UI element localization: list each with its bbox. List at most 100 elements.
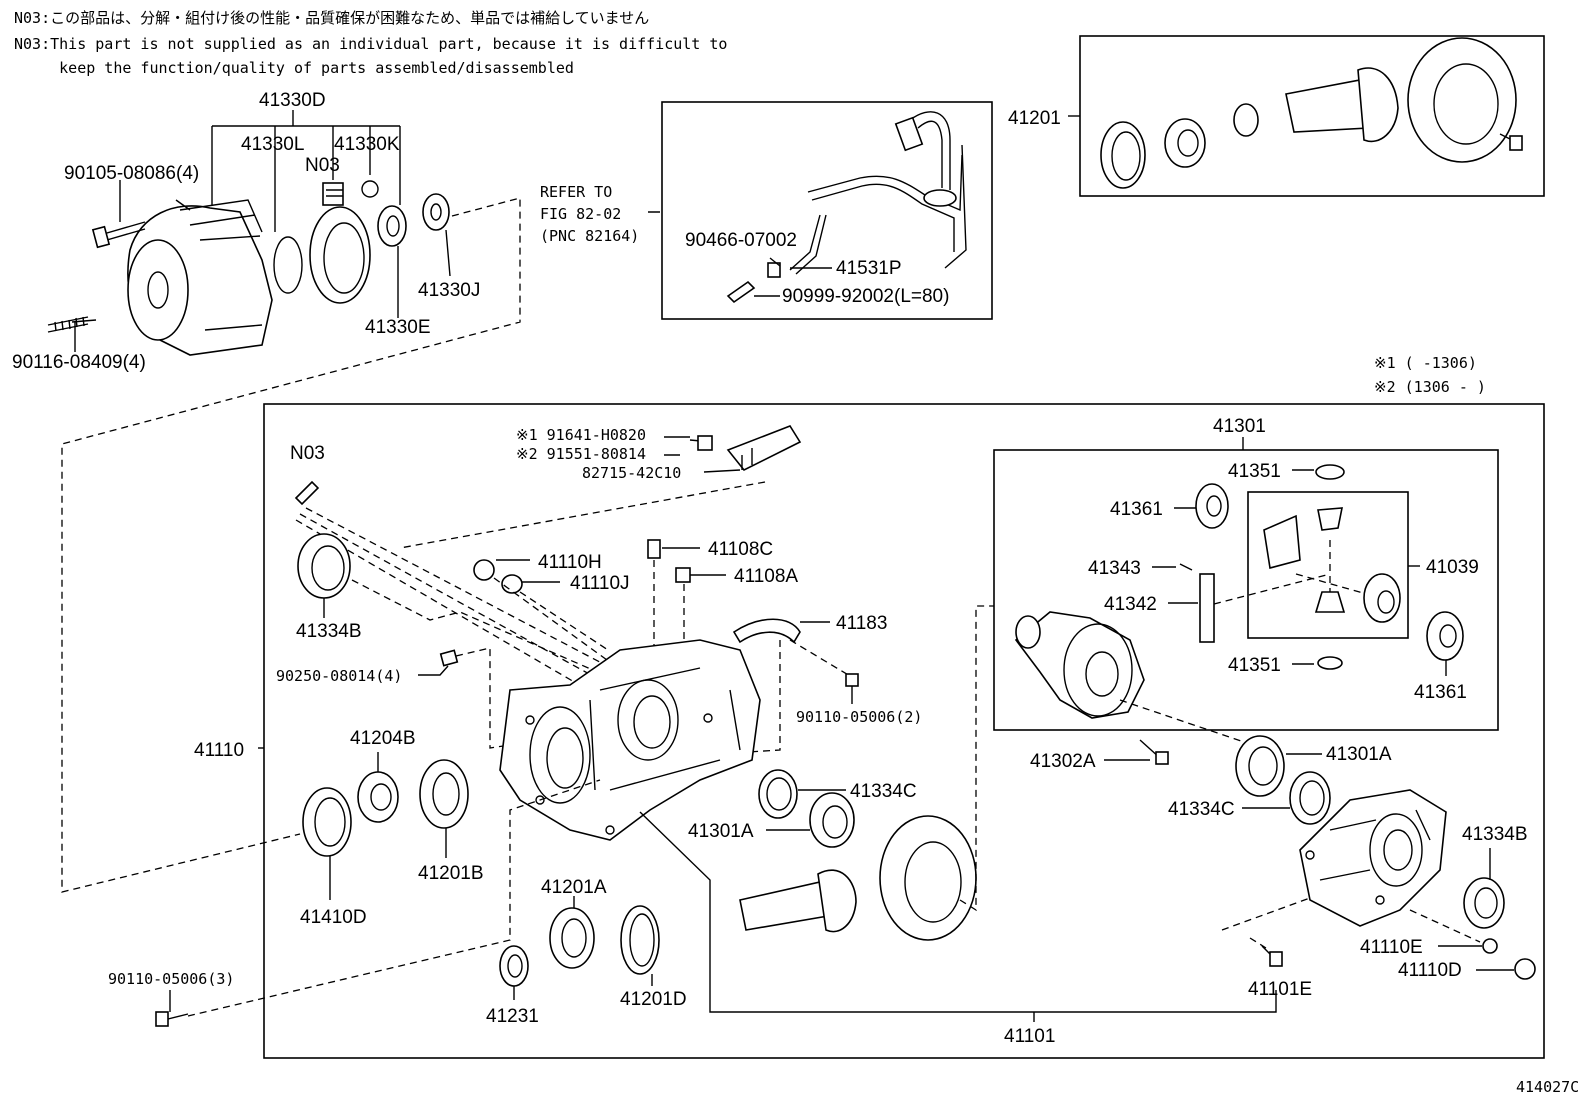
label-41361-top: 41361 [1110, 499, 1163, 520]
carrier-cover-41101 [1299, 789, 1447, 927]
leader-90250 [418, 665, 449, 676]
label-41108C: 41108C [708, 539, 773, 560]
bearing-41301A-right [1235, 735, 1285, 797]
pinion-shaft-41342 [1199, 573, 1215, 643]
carrier-assembly-bracket-41101 [639, 811, 1277, 1013]
spacer-ring-set [1233, 103, 1259, 137]
oil-seal-41334C-right [1289, 771, 1331, 825]
breather-plug-n03-top [322, 182, 344, 206]
oil-seal-41330E-housing [309, 206, 371, 304]
washer-41351-top [1315, 464, 1345, 480]
label-41330K: 41330K [334, 134, 400, 155]
spacer-41231 [499, 945, 529, 987]
breather-hose-90999 [726, 280, 756, 304]
label-91641: ※1 91641-H0820 [516, 426, 646, 444]
ring-gear-bolt [1499, 133, 1523, 151]
plug-41108A [675, 567, 691, 583]
n03-alignment-dashed-lines [295, 507, 616, 691]
differential-case-frame [993, 449, 1499, 731]
plug-41110H [473, 559, 495, 581]
label-41231: 41231 [486, 1006, 539, 1027]
label-41342: 41342 [1104, 594, 1157, 615]
cover-leader-lines [71, 180, 451, 352]
oil-seal-41410D [302, 787, 352, 857]
washer-41351-bottom [1317, 656, 1343, 670]
bearing-41201A [549, 907, 595, 969]
bracket-leader-lines [664, 436, 741, 473]
side-gear-41361-bottom [1426, 611, 1464, 661]
label-n03-mid: N03 [290, 443, 325, 464]
bearing-41201B [419, 759, 469, 829]
gasket-41110J [501, 574, 523, 594]
label-41110H: 41110H [538, 552, 602, 573]
plug-41110D [1514, 958, 1536, 980]
pin-alignment-dashed-line [455, 647, 511, 749]
breather-pipe-41531P [789, 111, 967, 275]
label-41201D: 41201D [620, 989, 687, 1010]
label-41330E: 41330E [365, 317, 431, 338]
gasket-41110E [1482, 938, 1498, 954]
label-82715: 82715-42C10 [582, 464, 681, 482]
pinion-shaft-alignment-dashed-lines [1213, 540, 1371, 605]
plug-alignment-dashed-lines [493, 577, 619, 669]
label-41301A-mid: 41301A [688, 821, 754, 842]
label-41110D: 41110D [1398, 960, 1462, 981]
legend-line1: ※1 ( -1306) [1374, 354, 1477, 372]
label-41361-bottom: 41361 [1414, 682, 1467, 703]
bracket-alignment-dashed-line [399, 481, 766, 549]
cover-alignment-dashed-line [61, 197, 521, 893]
label-41204B: 41204B [350, 728, 416, 749]
oil-seal-41334C-mid [758, 769, 798, 819]
label-41330J: 41330J [418, 280, 480, 301]
label-41334B-right: 41334B [1462, 824, 1528, 845]
differential-carrier-frame [263, 403, 1545, 1059]
cover-bracket-41330D [211, 110, 401, 232]
nut-41204B [357, 771, 399, 823]
ring-gear-ring-set [1407, 37, 1517, 163]
plug-41108C [647, 539, 661, 559]
stud-bolt-90116 [47, 316, 89, 333]
drive-pinion-main [739, 869, 857, 933]
o-ring-41330K [361, 180, 379, 198]
label-41351-bottom: 41351 [1228, 655, 1281, 676]
shim-41330J [422, 193, 450, 231]
label-41531P: 41531P [836, 258, 902, 279]
ring-gear-alignment-dashed-line [959, 605, 994, 912]
label-41110E: 41110E [1360, 937, 1423, 958]
oil-seal-41334B-right [1463, 877, 1505, 929]
label-90999: 90999-92002(L=80) [782, 286, 949, 307]
note-n03-english-line2: keep the function/quality of parts assem… [14, 59, 574, 77]
oil-seal-41334B-left [297, 533, 351, 599]
label-41301A-right: 41301A [1326, 744, 1392, 765]
label-41108A: 41108A [734, 566, 798, 587]
oil-seal-ring-set [1100, 121, 1146, 189]
bearing-41301A-mid [809, 792, 855, 848]
bolt-41101E [1261, 945, 1283, 967]
label-41183: 41183 [836, 613, 887, 634]
label-41410D: 41410D [300, 907, 367, 928]
label-n03-top: N03 [305, 155, 340, 176]
label-41343: 41343 [1088, 558, 1141, 579]
pinion-gear-set-frame [1247, 491, 1409, 639]
bracket-alignment-dashed-lines [699, 639, 851, 756]
plug-leader-lines-b [662, 547, 726, 576]
label-91551: ※2 91551-80814 [516, 445, 646, 463]
breather-hose-frame [661, 101, 993, 320]
diff-case-alignment-dashed-line [1119, 699, 1251, 745]
label-41101: 41101 [1004, 1026, 1055, 1047]
label-90105: 90105-08086(4) [64, 163, 199, 184]
label-41110: 41110 [194, 740, 244, 761]
bolt-41302A [1139, 739, 1169, 765]
bracket-41183 [732, 618, 801, 644]
cover-alignment-dashed-lines [1221, 897, 1481, 949]
label-90250: 90250-08014(4) [276, 667, 402, 685]
differential-case [1014, 611, 1145, 719]
label-41334C-mid: 41334C [850, 781, 917, 802]
label-90110-two: 90110-05006(2) [796, 708, 922, 726]
washer-41330E [377, 205, 407, 247]
label-90110-three: 90110-05006(3) [108, 970, 234, 988]
legend-line2: ※2 (1306 - ) [1374, 378, 1486, 396]
ring-gear-main [879, 815, 977, 941]
